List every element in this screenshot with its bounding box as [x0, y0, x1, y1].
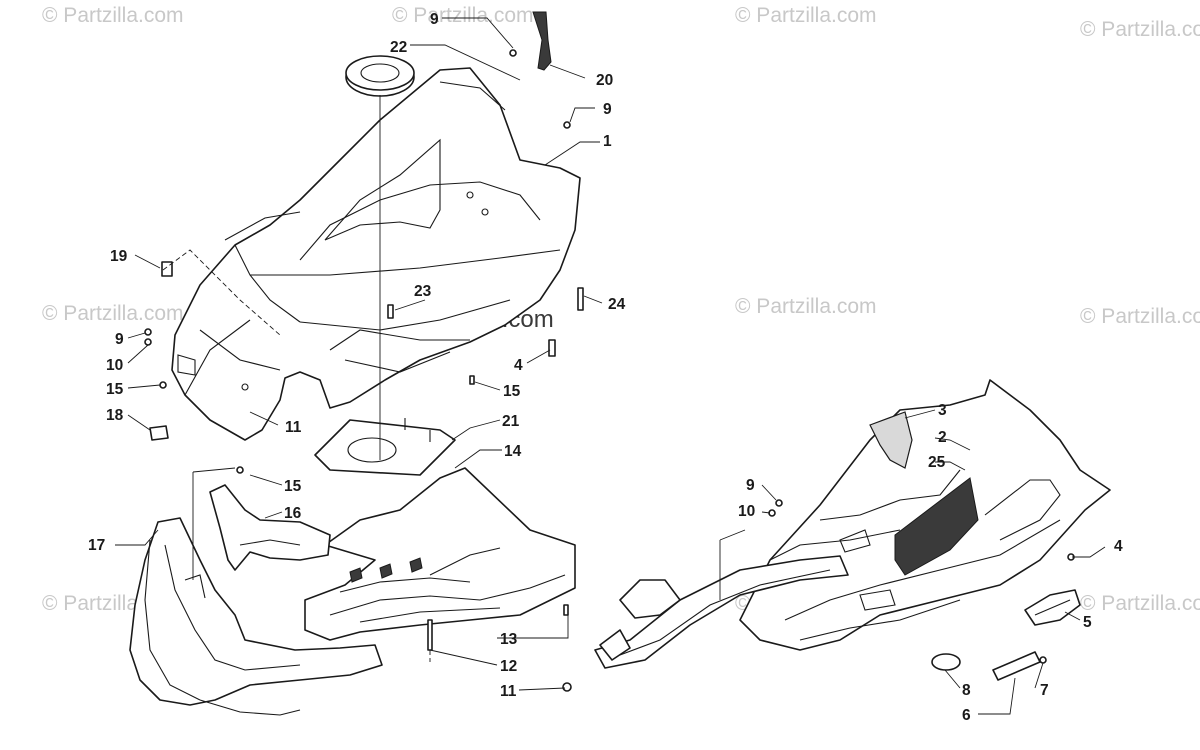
callout: 4: [514, 357, 523, 374]
side-rail: [594, 555, 849, 669]
watermark: © Partzilla.com: [735, 295, 877, 318]
part-20-strap: [532, 11, 552, 71]
part-22-plate: [314, 418, 456, 476]
callout: 22: [390, 39, 407, 56]
callout: 21: [502, 413, 520, 430]
part-16-panel: [209, 484, 331, 571]
callout: 9: [603, 101, 612, 118]
callout: 6: [962, 707, 971, 724]
callout: 23: [414, 283, 432, 300]
callout: 5: [1083, 614, 1092, 631]
callout: 16: [284, 505, 302, 522]
callout: 20: [596, 72, 613, 89]
callout: 25: [928, 454, 946, 471]
callout-labels: 9 22 20 9 1 19 9 10 15 18 11 23 24 4 15 …: [88, 11, 1123, 724]
watermark: © Partzilla.com: [1080, 592, 1200, 615]
part-5-lens: [1024, 589, 1081, 626]
watermark: © Partzilla.com: [735, 4, 877, 27]
callout: 15: [106, 381, 124, 398]
callout: 19: [110, 248, 128, 265]
callout: 15: [503, 383, 521, 400]
callout: 9: [115, 331, 124, 348]
callout: 9: [746, 477, 755, 494]
watermark: © Partzilla.com: [42, 4, 184, 27]
callout: 17: [88, 537, 105, 554]
callout: 14: [504, 443, 522, 460]
callout: 11: [500, 683, 517, 700]
callout: 7: [1040, 682, 1049, 699]
leader-lines: [115, 17, 1106, 715]
callout: 13: [500, 631, 518, 648]
callout: 11: [285, 419, 302, 436]
watermark: © Partzilla.com: [42, 302, 184, 325]
callout: 24: [608, 296, 626, 313]
callout: 1: [603, 133, 612, 150]
part-2-side-panel: [739, 379, 1111, 651]
callout: 9: [430, 11, 439, 28]
watermark: © Partzilla.com: [1080, 18, 1200, 41]
part-21-ring: [345, 55, 415, 97]
watermark: © Partzilla.com: [392, 4, 534, 27]
hardware: [144, 49, 1075, 692]
callout: 10: [106, 357, 123, 374]
callout: 10: [738, 503, 755, 520]
part-8-plug: [931, 653, 961, 671]
callout: 3: [938, 402, 947, 419]
callout: 2: [938, 429, 947, 446]
callout: 8: [962, 682, 971, 699]
part-6-plate: [992, 651, 1041, 681]
part-14-pan: [304, 467, 576, 641]
callout: 4: [1114, 538, 1123, 555]
watermark: © Partzilla.com: [1080, 305, 1200, 328]
alignment-lines: [162, 95, 746, 662]
callout: 12: [500, 658, 517, 675]
callout: 18: [106, 407, 124, 424]
callout: 15: [284, 478, 302, 495]
part-1-console: [171, 67, 581, 441]
